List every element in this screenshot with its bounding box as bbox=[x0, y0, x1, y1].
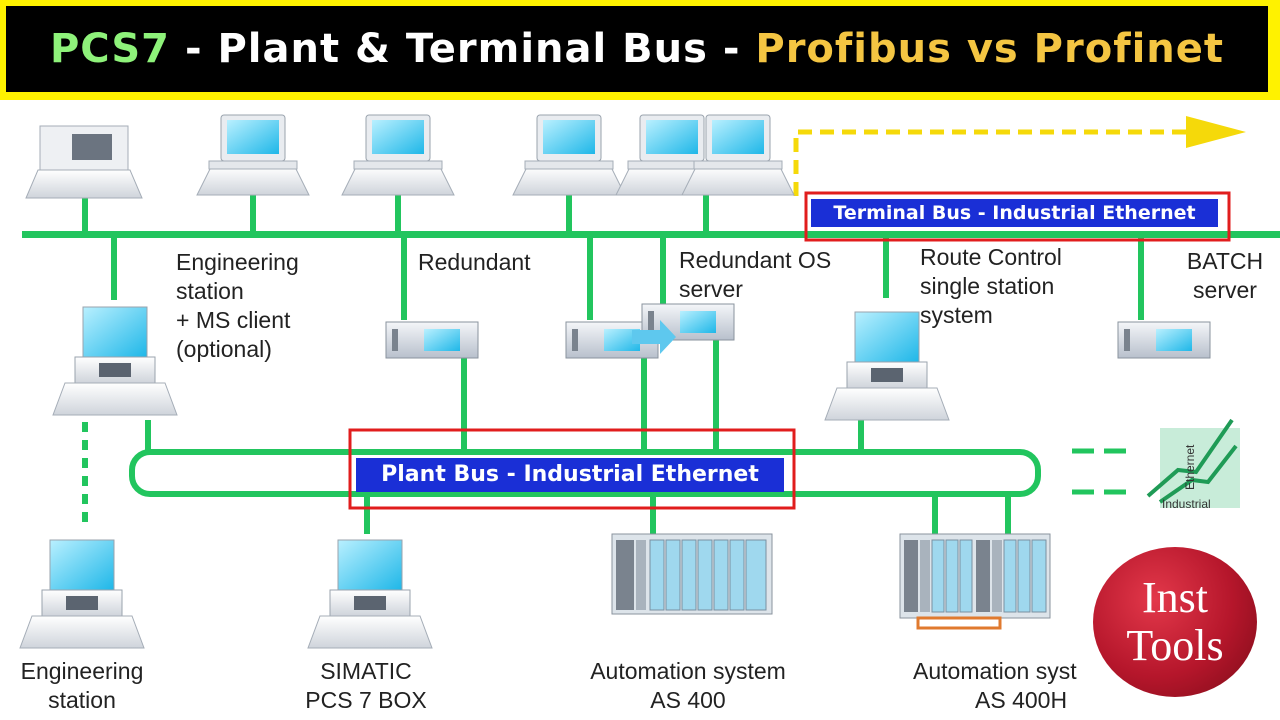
label-as400h: Automation syst AS 400H bbox=[913, 658, 1077, 713]
workstation-top-2 bbox=[196, 114, 310, 196]
engineering-station-pc bbox=[19, 539, 145, 649]
legend-dashes bbox=[1072, 448, 1130, 495]
plant-bus-label: Plant Bus - Industrial Ethernet bbox=[356, 458, 784, 492]
batch-server bbox=[1117, 321, 1211, 359]
terminal-bus-line bbox=[22, 231, 1280, 238]
label-engineering-ms: Engineering station + MS client (optiona… bbox=[176, 249, 299, 362]
terminal-bus-drops bbox=[82, 192, 1144, 534]
plant-bus-ring bbox=[129, 449, 1041, 497]
brand-line-2: Tools bbox=[1126, 621, 1224, 670]
plant-bus-highlight bbox=[348, 428, 796, 510]
as400-rack bbox=[611, 533, 773, 615]
workstation-top-3 bbox=[341, 114, 455, 196]
terminal-bus-label: Terminal Bus - Industrial Ethernet bbox=[811, 199, 1218, 227]
terminal-bus-highlight bbox=[804, 191, 1231, 242]
simatic-pcs7-box bbox=[307, 539, 433, 649]
logo-word-industrial: Industrial bbox=[1162, 497, 1211, 511]
label-route-control: Route Control single station system bbox=[920, 244, 1062, 328]
title-bar: PCS7 - Plant & Terminal Bus - Profibus v… bbox=[6, 6, 1268, 92]
industrial-ethernet-logo: Industrial Ethernet bbox=[1146, 418, 1240, 511]
as400h-rack bbox=[899, 533, 1051, 630]
label-redundant-os: Redundant OS server bbox=[679, 247, 832, 302]
engineering-ms-pc bbox=[52, 306, 178, 416]
label-simatic: SIMATIC PCS 7 BOX bbox=[305, 658, 427, 713]
label-as400: Automation system AS 400 bbox=[590, 658, 786, 713]
title-pcs7: PCS7 bbox=[49, 26, 171, 72]
title-banner: PCS7 - Plant & Terminal Bus - Profibus v… bbox=[0, 0, 1280, 100]
redundant-server bbox=[385, 321, 479, 359]
inst-tools-logo: Inst Tools bbox=[1093, 547, 1257, 697]
label-batch: BATCH server bbox=[1186, 248, 1264, 303]
label-redundant: Redundant bbox=[418, 249, 531, 275]
title-middle: - Plant & Terminal Bus - bbox=[170, 26, 756, 72]
title-profibus-profinet: Profibus vs Profinet bbox=[755, 26, 1225, 72]
workstation-top-1 bbox=[25, 125, 143, 199]
logo-word-ethernet: Ethernet bbox=[1183, 444, 1197, 490]
label-engineering-station: Engineering station bbox=[20, 658, 144, 713]
brand-line-1: Inst bbox=[1142, 573, 1208, 622]
workstation-top-4 bbox=[512, 114, 626, 196]
sync-arrow-icon bbox=[632, 320, 676, 354]
yellow-dashed-arrow bbox=[793, 116, 1246, 196]
